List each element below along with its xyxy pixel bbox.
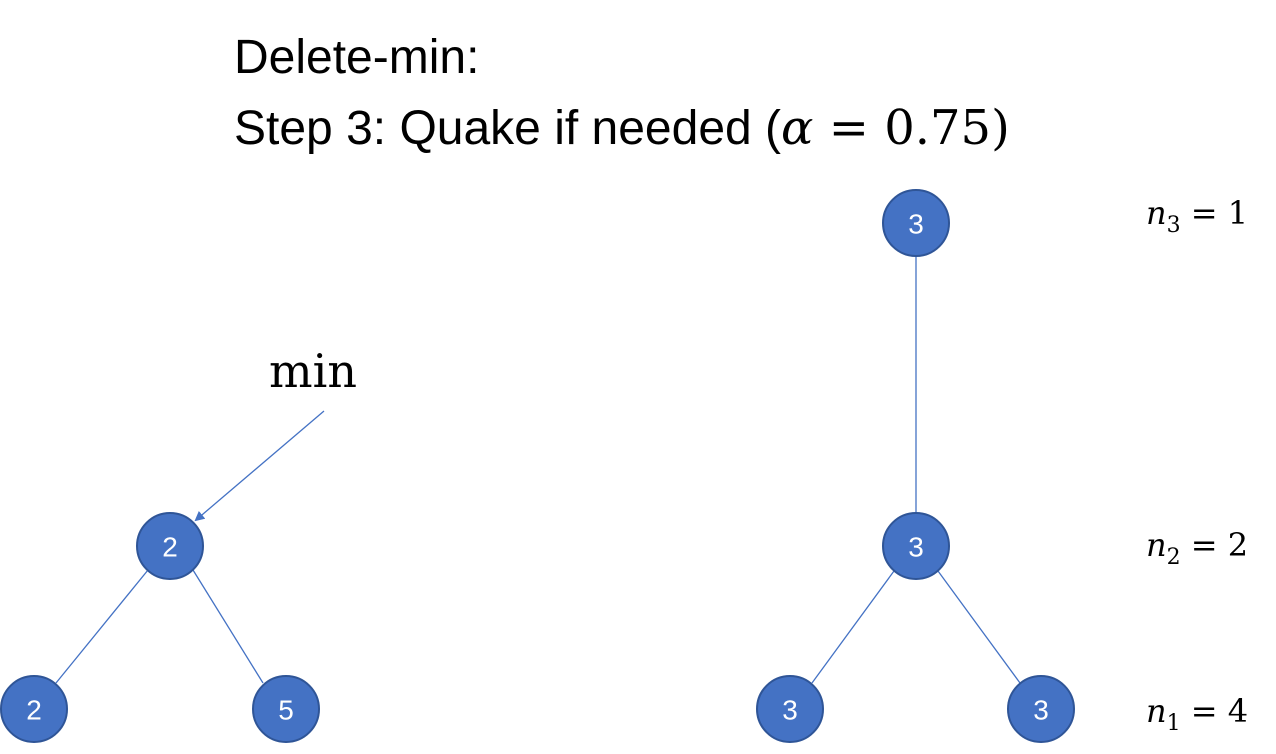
- level-label-n3: n3 = 1: [1146, 194, 1248, 238]
- left-tree-edge-right: [192, 569, 264, 684]
- slide-title-line-1: Delete-min:: [234, 31, 480, 84]
- title-alpha-symbol: α: [781, 100, 814, 156]
- left-tree-edge-left: [55, 569, 149, 684]
- min-label: min: [269, 344, 357, 398]
- right-tree-edge-right: [937, 570, 1021, 684]
- min-arrow: [194, 410, 325, 522]
- node-value: 3: [782, 695, 798, 726]
- node-value: 2: [162, 532, 178, 563]
- node-value: 5: [278, 695, 294, 726]
- right-tree-right-child-node: 3: [1007, 675, 1075, 743]
- node-value: 3: [908, 209, 924, 240]
- title-step-text: Step 3: Quake if needed (: [234, 102, 782, 155]
- right-tree-middle-node: 3: [882, 512, 950, 580]
- right-tree-edge-left: [811, 570, 895, 684]
- title-alpha-value: = 0.75): [813, 100, 1010, 156]
- left-tree-root-node: 2: [136, 512, 204, 580]
- left-tree-right-child-node: 5: [252, 675, 320, 743]
- slide-title-line-2: Step 3: Quake if needed (α = 0.75): [234, 104, 1010, 153]
- right-tree-top-node: 3: [882, 189, 950, 257]
- right-tree-left-child-node: 3: [756, 675, 824, 743]
- node-value: 3: [1033, 695, 1049, 726]
- node-value: 3: [908, 532, 924, 563]
- left-tree-left-child-node: 2: [0, 675, 68, 743]
- level-label-n2: n2 = 2: [1146, 526, 1248, 570]
- level-label-n1: n1 = 4: [1146, 692, 1248, 736]
- node-value: 2: [26, 695, 42, 726]
